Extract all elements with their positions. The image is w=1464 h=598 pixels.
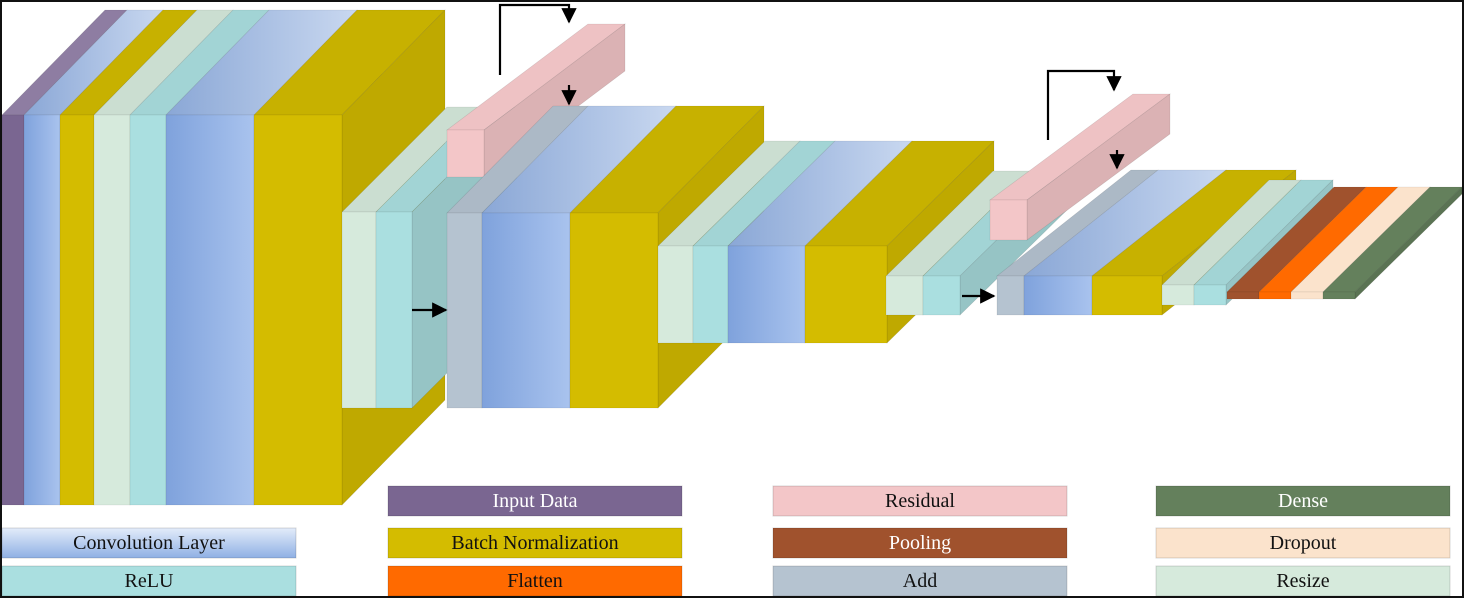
legend-label-batchnorm: Batch Normalization [451, 531, 619, 554]
conv-slab-front [165, 114, 255, 506]
batchnorm-slab-front [569, 212, 659, 409]
legend-swatch-dense [1155, 485, 1451, 517]
relu-slab-front [922, 275, 961, 316]
legend-label-pooling: Pooling [888, 531, 952, 554]
resize-slab-front [657, 245, 694, 344]
legend-swatch-residual [772, 485, 1068, 517]
resize-slab-front [1161, 284, 1195, 306]
conv-slab-front [1023, 275, 1093, 316]
legend-label-conv: Convolution Layer [73, 531, 225, 554]
legend-swatch-relu [1, 565, 297, 597]
residual-slab-front [446, 129, 485, 178]
skip-arrow-2 [1046, 69, 1122, 140]
batchnorm-slab-front [59, 114, 95, 506]
legend-label-resize: Resize [1276, 569, 1330, 592]
residual-bar-2 [989, 93, 1171, 241]
legend-swatch-pooling [772, 527, 1068, 559]
conv-slab-front [23, 114, 61, 506]
input-slab-front [1, 114, 25, 506]
residual-slab-front [989, 199, 1028, 241]
skip-arrow-1 [498, 3, 577, 75]
legend-label-relu: ReLU [124, 569, 174, 592]
legend-swatch-resize [1155, 565, 1451, 597]
resize-slab-front [93, 114, 131, 506]
resize-slab-front [885, 275, 924, 316]
resize-slab-front [341, 211, 377, 409]
legend-label-add: Add [902, 569, 938, 592]
stage-1-block [1, 9, 446, 506]
head-layers [1226, 186, 1463, 300]
residual-bar-1 [446, 23, 626, 178]
relu-slab-front [692, 245, 729, 344]
legend-swatch-conv [1, 527, 297, 559]
relu-slab-front [129, 114, 167, 506]
legend-label-input: Input Data [492, 489, 578, 512]
legend-swatch-add [772, 565, 1068, 597]
dropout-slab-front [1290, 291, 1324, 300]
add-slab-front [446, 212, 483, 409]
pooling-slab-front [1226, 291, 1260, 300]
dense-slab-front [1322, 291, 1356, 300]
legend-label-flatten: Flatten [507, 569, 563, 592]
legend-swatch-input [387, 485, 683, 517]
relu-slab-front [1193, 284, 1227, 306]
batchnorm-slab-front [253, 114, 343, 506]
add-slab-front [996, 275, 1025, 316]
flatten-slab-front [1258, 291, 1292, 300]
connection-arrows [412, 3, 1125, 318]
legend-label-dense: Dense [1278, 489, 1328, 512]
legend-swatch-flatten [387, 565, 683, 597]
legend-label-dropout: Dropout [1269, 531, 1337, 554]
legend-label-residual: Residual [885, 489, 955, 512]
conv-slab-front [481, 212, 571, 409]
legend-swatch-dropout [1155, 527, 1451, 559]
legend-swatch-batchnorm [387, 527, 683, 559]
batchnorm-slab-front [1091, 275, 1163, 316]
batchnorm-slab-front [804, 245, 888, 344]
relu-slab-front [375, 211, 413, 409]
conv-slab-front [727, 245, 806, 344]
